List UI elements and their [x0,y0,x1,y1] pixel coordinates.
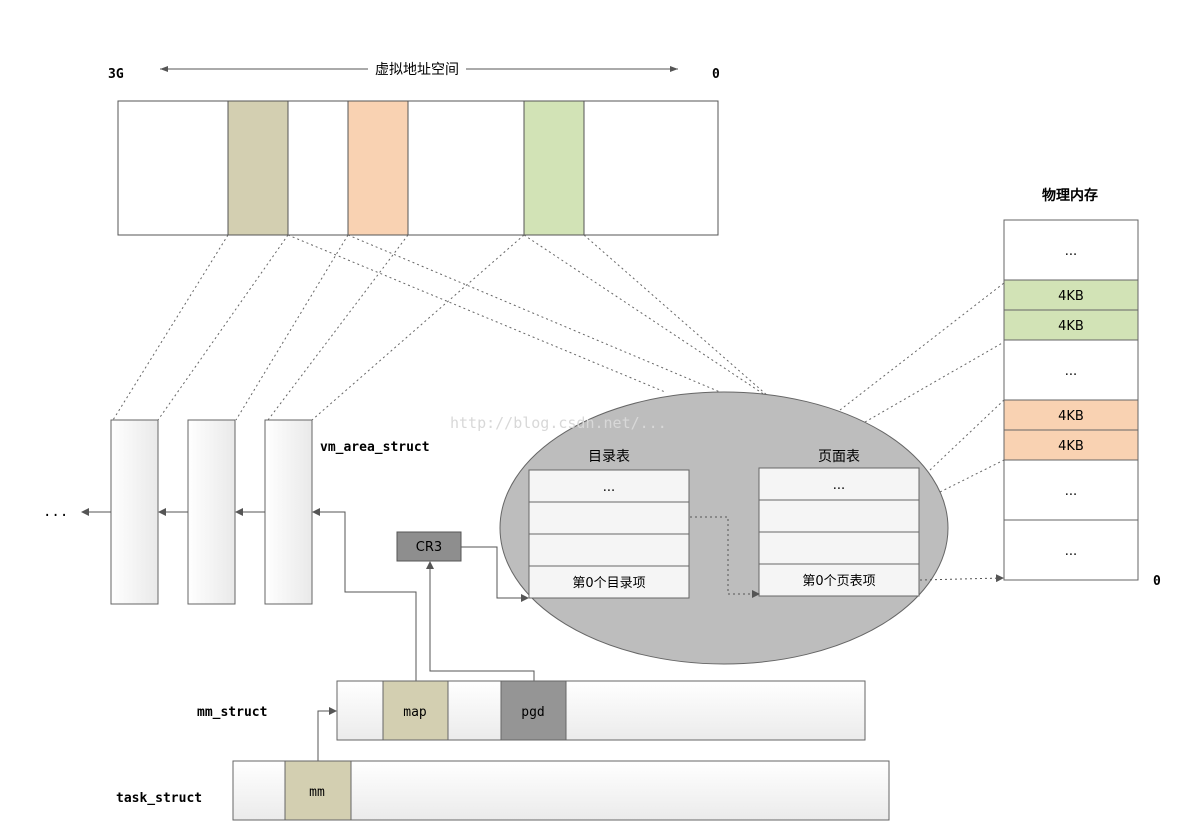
physical-memory-cell [1003,459,1139,521]
task-struct-label: task_struct [116,791,202,806]
physical-memory-cells: ... 4KB 4KB... 4KB 4KB...... [1003,219,1139,581]
page-table-title: 页面表 [818,449,860,465]
map-to-vm-area-arrow [312,508,417,681]
page-table-entry: ... [833,478,845,493]
task-to-mm-arrow [317,707,337,761]
mm-struct: mm_struct map pgd [197,680,866,741]
page-table-row [758,531,920,565]
pgd-to-cr3-arrow [426,561,535,681]
physical-memory-cell [1003,219,1139,281]
task-mm-label: mm [309,785,325,800]
vm-area-box [110,419,159,605]
physical-memory-cell [1003,399,1139,431]
page-directory: 目录表 ... 第0个目录项 [528,449,690,599]
physical-memory-cell [1003,309,1139,341]
physical-memory: 物理内存 ... 4KB 4KB... 4KB 4KB...... 0 [1003,187,1161,589]
watermark: http://blog.csdn.net/... [450,414,667,432]
task-mm-field [284,760,352,821]
page-directory-row [528,501,690,535]
page-directory-row [528,533,690,567]
page-table: 页面表 ... 第0个页表项 [758,449,920,597]
virtual-space-bar [117,100,719,236]
page-table-entry: 第0个页表项 [802,574,875,589]
vm-area-ellipsis: ... [43,504,68,520]
physical-memory-cell-label: ... [1065,364,1077,379]
mm-pgd-field [500,680,567,741]
vm-area-label: vm_area_struct [320,440,430,455]
vm-area-box [264,419,313,605]
virtual-region-2 [347,100,409,236]
physical-memory-bottom-label: 0 [1153,574,1161,589]
page-directory-row [528,565,690,599]
mm-map-field [382,680,449,741]
table-to-memory-arrow [919,574,1004,583]
physical-memory-cell-label: 4KB [1058,319,1084,334]
physical-memory-cell-label: ... [1065,484,1077,499]
virtual-region-1 [227,100,289,236]
physical-memory-cell [1003,519,1139,581]
physical-memory-cell-label: 4KB [1058,289,1084,304]
physical-memory-cell [1003,279,1139,311]
mm-pgd-label: pgd [521,705,544,720]
physical-memory-cell-label: ... [1065,244,1077,259]
mm-map-label: map [403,705,427,720]
arrow-left-head-icon [160,66,168,72]
virtual-space-right-label: 0 [712,67,720,82]
physical-memory-cell [1003,429,1139,461]
physical-mapping-lines [839,282,1005,493]
virtual-region-3 [523,100,585,236]
physical-memory-cell-label: ... [1065,544,1077,559]
page-table-row [758,499,920,533]
physical-memory-cell-label: 4KB [1058,409,1084,424]
virtual-mapping-lines [112,234,769,421]
cr3-label: CR3 [416,540,442,555]
virtual-address-space: 3G 虚拟地址空间 0 [108,62,720,236]
arrow-right-head-icon [670,66,678,72]
page-directory-entry: 第0个目录项 [572,576,645,591]
vm-area-structs: vm_area_struct ... [43,419,430,605]
task-struct: task_struct mm [116,760,890,821]
cr3-to-directory-arrow [461,546,529,602]
virtual-space-title: 虚拟地址空间 [375,62,459,78]
physical-memory-title: 物理内存 [1042,187,1098,204]
physical-memory-cell-label: 4KB [1058,439,1084,454]
dir-to-table-arrow [690,516,760,598]
virtual-space-left-label: 3G [108,67,124,82]
page-directory-title: 目录表 [588,449,630,465]
mm-struct-label: mm_struct [197,705,267,720]
page-directory-entry: ... [603,480,615,495]
vm-area-box [187,419,236,605]
physical-memory-cell [1003,339,1139,401]
page-table-row [758,563,920,597]
page-table-row [758,467,920,501]
